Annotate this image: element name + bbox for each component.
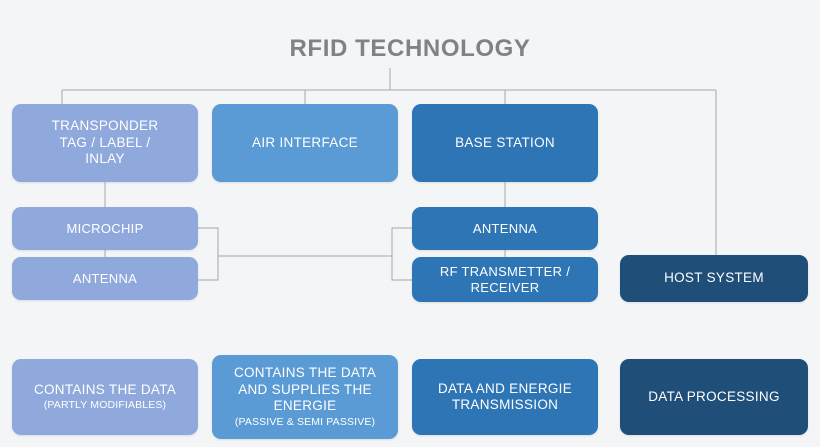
page-title: RFID TECHNOLOGY [289,35,531,62]
node-antenna-base-station[interactable]: ANTENNA [412,207,598,250]
node-rf-transmetter-receiver[interactable]: RF TRANSMETTER / RECEIVER [412,257,598,302]
node-antenna-transponder[interactable]: ANTENNA [12,257,198,300]
node-transponder-tag-label-inlay[interactable]: TRANSPONDER TAG / LABEL / INLAY [12,104,198,182]
node-label: AIR INTERFACE [252,134,358,150]
node-label-line1: RF TRANSMETTER / [439,263,571,279]
node-label: HOST SYSTEM [664,270,764,286]
legend-label-line2: TRANSMISSION [451,397,559,412]
node-microchip[interactable]: MICROCHIP [12,207,198,250]
legend-label-sub: (PASSIVE & SEMI PASSIVE) [234,415,376,428]
legend-item-data-energie-transmission[interactable]: DATA AND ENERGIE TRANSMISSION [412,359,598,435]
legend-item-data-processing[interactable]: DATA PROCESSING [620,359,808,435]
node-label: ANTENNA [72,270,138,286]
node-label-line3: INLAY [85,151,125,167]
node-label-line2: RECEIVER [470,279,540,295]
connector-bracket-right [391,227,412,281]
node-label: MICROCHIP [66,220,144,236]
node-label: BASE STATION [455,134,555,150]
connector-bracket-left [198,227,219,281]
legend-label-line1: CONTAINS THE DATA [233,365,377,381]
node-label-line2: TAG / LABEL / [59,134,151,150]
node-base-station[interactable]: BASE STATION [412,104,598,182]
node-air-interface[interactable]: AIR INTERFACE [212,104,398,182]
legend-label-sub: (PARTLY MODIFIABLES) [43,399,167,412]
legend-item-contains-data-supplies-energie[interactable]: CONTAINS THE DATA AND SUPPLIES THE ENERG… [212,355,398,439]
legend-label-line3: ENERGIE [273,398,337,414]
node-label: ANTENNA [472,220,538,236]
node-host-system[interactable]: HOST SYSTEM [620,255,808,302]
legend-label-line1: DATA AND ENERGIE [437,380,573,396]
legend-label: DATA PROCESSING [648,388,780,404]
legend-label-line1: CONTAINS THE DATA [33,381,177,397]
legend-item-contains-the-data[interactable]: CONTAINS THE DATA (PARTLY MODIFIABLES) [12,359,198,435]
node-label-line1: TRANSPONDER [51,118,159,134]
legend-label-line2: AND SUPPLIES THE [238,381,372,397]
